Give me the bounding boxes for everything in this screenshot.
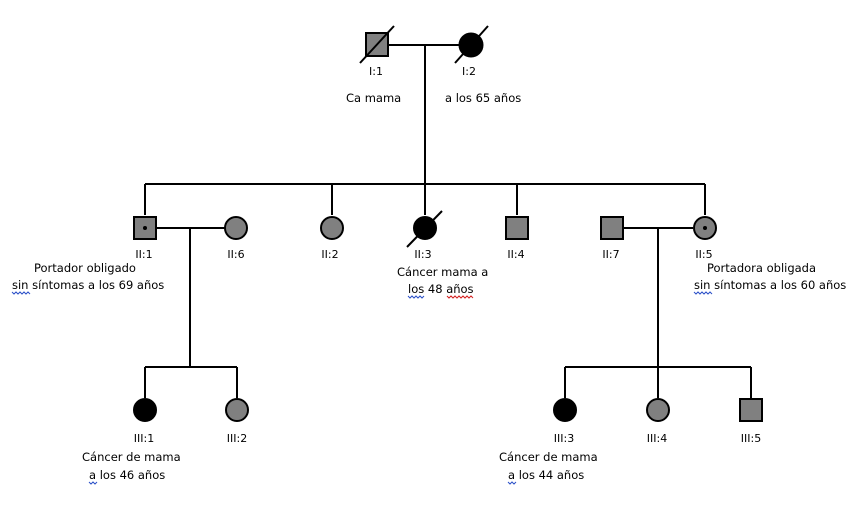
deceased-slash-ii3: [406, 210, 443, 248]
annotations: Ca mama a los 65 años Portador obligado …: [12, 91, 846, 482]
id-label-i2: I:2: [462, 65, 476, 78]
symbol-iii1-female-circle: [133, 398, 157, 422]
id-label-i1: I:1: [369, 65, 383, 78]
carrier-dot-ii5: [703, 226, 707, 230]
annotation-ii5-line2: sin síntomas a los 60 años: [694, 278, 846, 292]
id-label-iii4: III:4: [647, 432, 667, 445]
id-label-ii4: II:4: [507, 248, 524, 261]
pedigree-symbols: [133, 25, 763, 422]
symbol-ii7-male-square: [600, 216, 624, 240]
id-label-ii3: II:3: [414, 248, 431, 261]
spellcheck-underlines: [11, 291, 713, 485]
symbol-iii2-female-circle: [225, 398, 249, 422]
annotation-ii3-line2: los 48 años: [408, 282, 474, 296]
id-labels: I:1 I:2 II:1 II:6 II:2 II:3 II:4 II:7 II…: [134, 65, 761, 445]
symbol-ii4-male-square: [505, 216, 529, 240]
id-label-iii2: III:2: [227, 432, 247, 445]
annotation-i1: Ca mama: [346, 91, 401, 105]
symbol-iii5-male-square: [739, 398, 763, 422]
spell-underline-los: [407, 295, 425, 299]
id-label-ii6: II:6: [227, 248, 244, 261]
annotation-ii3-line1: Cáncer mama a: [397, 265, 488, 279]
annotation-iii3-line1: Cáncer de mama: [499, 450, 598, 464]
annotation-i2: a los 65 años: [445, 91, 521, 105]
id-label-iii1: III:1: [134, 432, 154, 445]
pedigree-lines: [144, 44, 752, 398]
id-label-iii5: III:5: [741, 432, 761, 445]
spell-underline-sin-left: [11, 291, 31, 295]
spell-underline-sin-right: [693, 291, 713, 295]
annotation-iii1-line2: a los 46 años: [89, 468, 165, 482]
spell-underline-a-left: [88, 481, 98, 485]
spell-underline-a-right: [507, 481, 517, 485]
annotation-iii3-line2: a los 44 años: [508, 468, 584, 482]
spell-underline-anos: [446, 295, 474, 299]
symbol-ii2-female-circle: [320, 216, 344, 240]
id-label-ii5: II:5: [695, 248, 712, 261]
id-label-iii3: III:3: [554, 432, 574, 445]
deceased-slash-i2: [454, 25, 489, 64]
id-label-ii1: II:1: [135, 248, 152, 261]
symbol-iii3-female-circle: [553, 398, 577, 422]
id-label-ii2: II:2: [321, 248, 338, 261]
annotation-ii5-line1: Portadora obligada: [707, 261, 816, 275]
annotation-ii1-line1: Portador obligado: [34, 261, 136, 275]
symbol-iii4-female-circle: [646, 398, 670, 422]
carrier-dot-ii1: [143, 226, 147, 230]
symbol-ii6-female-circle: [224, 216, 248, 240]
annotation-iii1-line1: Cáncer de mama: [82, 450, 181, 464]
id-label-ii7: II:7: [602, 248, 619, 261]
deceased-slash-i1: [359, 25, 395, 64]
annotation-ii1-line2: sin síntomas a los 69 años: [12, 278, 164, 292]
